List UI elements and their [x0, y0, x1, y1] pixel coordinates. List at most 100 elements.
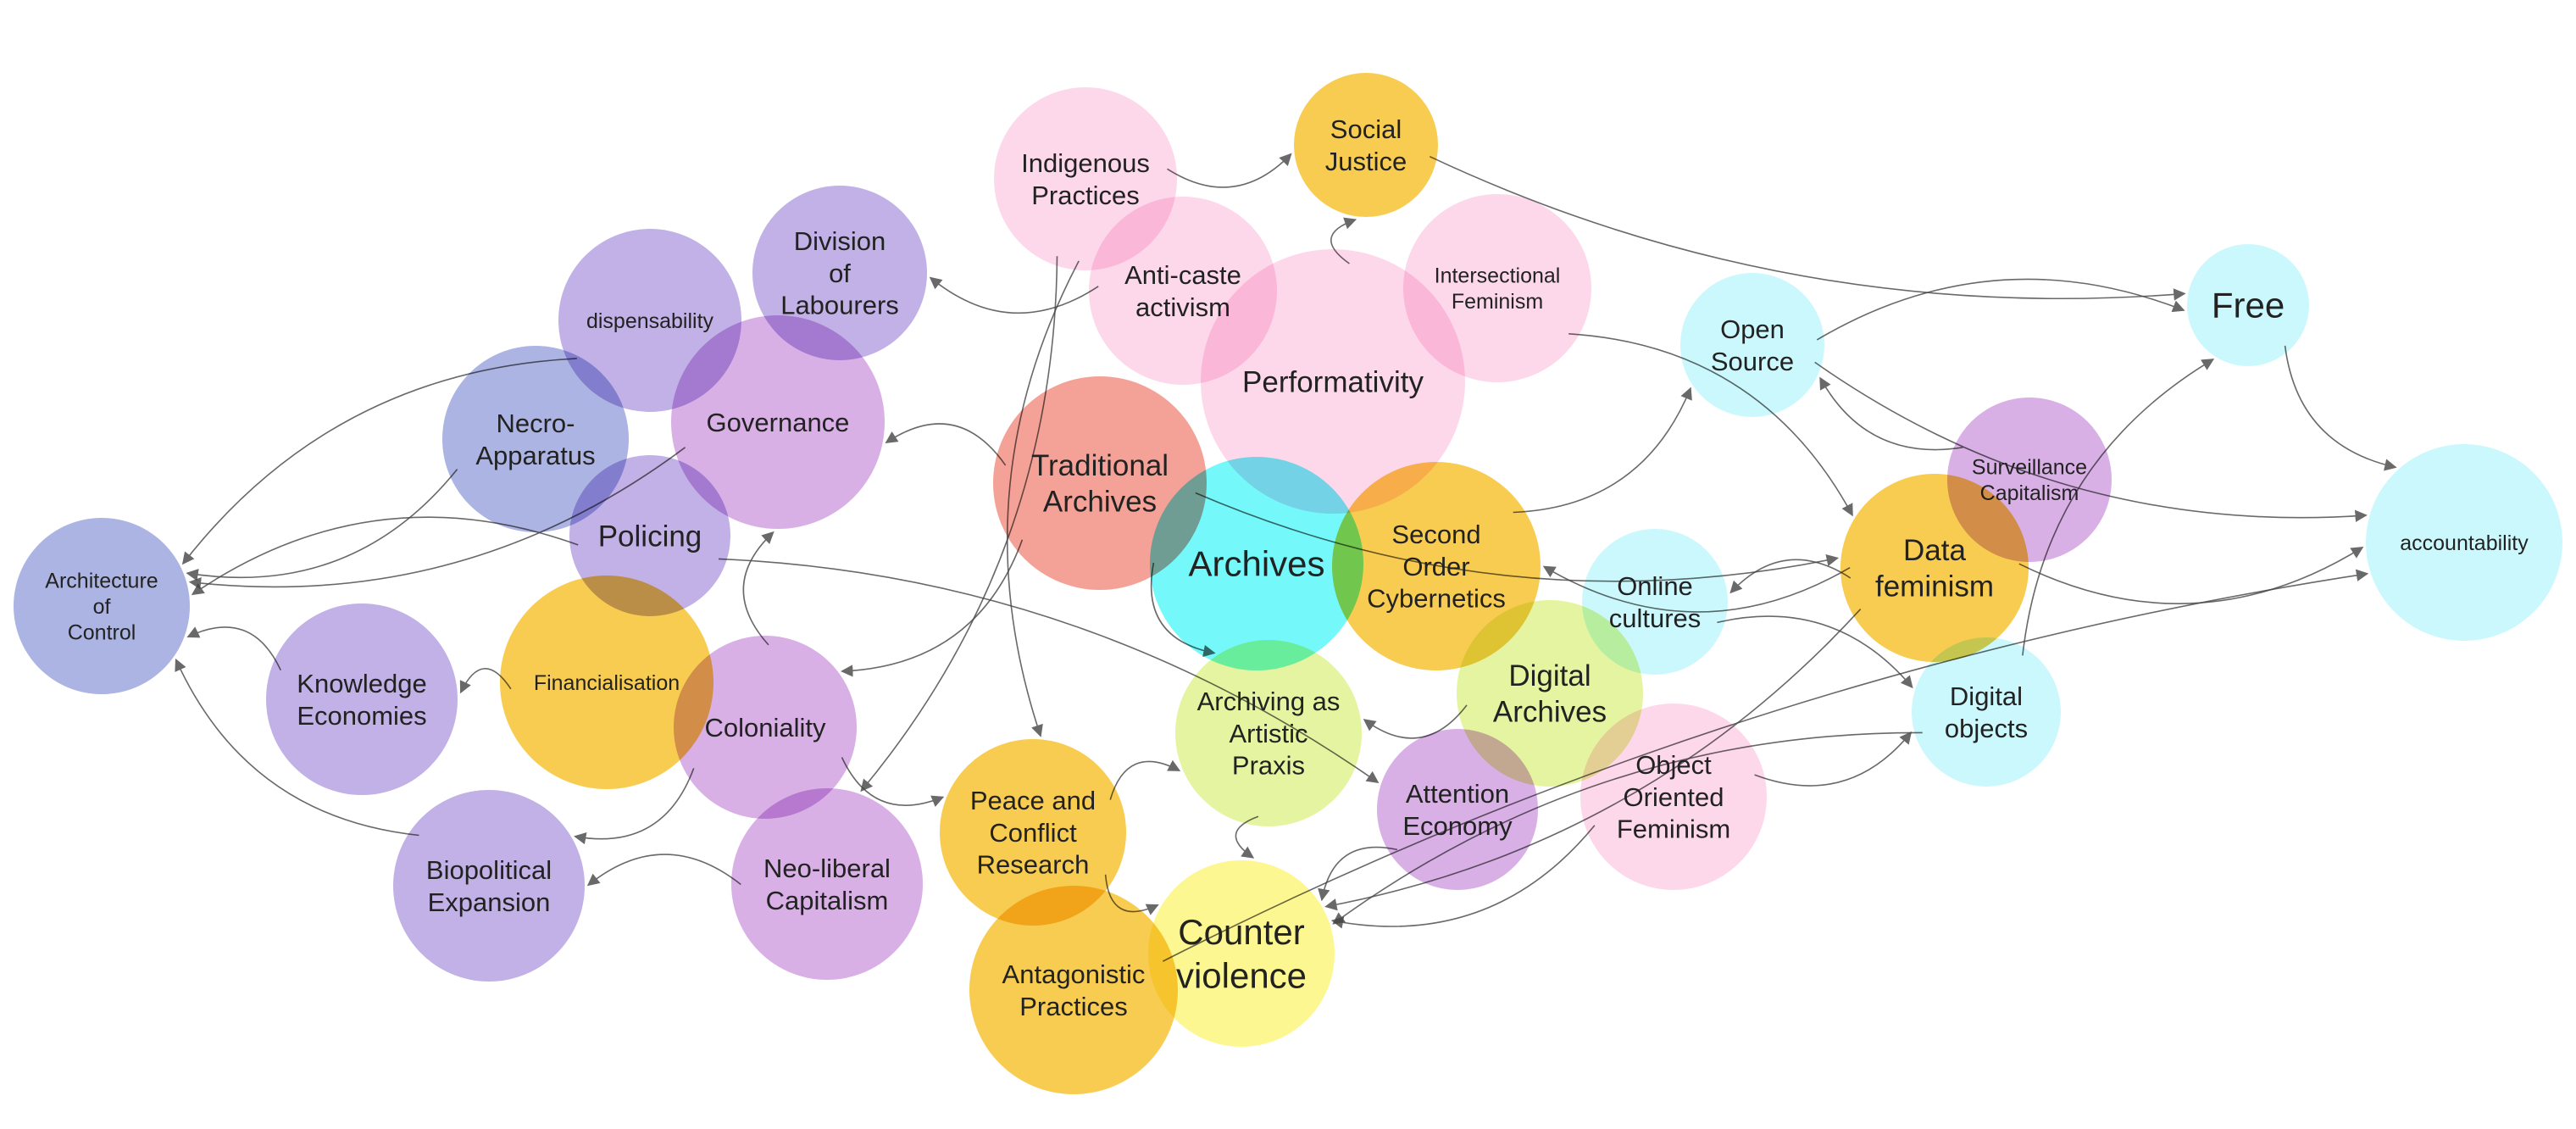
node-circle-digital-objects[interactable]: [1912, 637, 2061, 787]
edge-coloniality-to-governance: [742, 531, 774, 646]
edge-object-oriented-feminism-to-digital-objects: [1754, 731, 1913, 787]
edge-neo-liberal-capitalism-to-biopolitical-expansion: [586, 854, 741, 887]
edge-peace-and-conflict-research-to-archiving-as-artistic-praxis: [1109, 759, 1181, 800]
node-circle-archiving-as-artistic-praxis[interactable]: [1175, 640, 1362, 826]
node-free[interactable]: Free: [2187, 244, 2309, 366]
node-circle-second-order-cybernetics[interactable]: [1332, 462, 1541, 670]
node-circle-traditional-archives[interactable]: [993, 376, 1207, 590]
edge-surveillance-capitalism-to-open-source: [1819, 376, 1963, 451]
node-archives[interactable]: Archives: [1150, 457, 1363, 670]
node-circle-accountability[interactable]: [2366, 444, 2562, 641]
edge-second-order-cybernetics-to-open-source: [1513, 387, 1692, 514]
node-circle-antagonistic-practices[interactable]: [969, 886, 1178, 1094]
edge-antagonistic-practices-to-accountability: [1163, 569, 2369, 962]
node-performativity[interactable]: Performativity: [1201, 249, 1465, 514]
edge-open-source-to-free: [1816, 278, 2185, 341]
edge-digital-archives-to-archiving-as-artistic-praxis: [1363, 704, 1468, 739]
node-circle-social-justice[interactable]: [1294, 73, 1438, 217]
node-label-policing: Policing: [598, 520, 702, 553]
node-circle-neo-liberal-capitalism[interactable]: [731, 788, 923, 980]
node-circle-biopolitical-expansion[interactable]: [393, 790, 585, 982]
edge-indigenous-practices-to-social-justice: [1167, 153, 1292, 188]
node-label-governance: Governance: [707, 408, 850, 437]
node-circle-data-feminism[interactable]: [1840, 474, 2029, 662]
node-label-accountability: accountability: [2400, 531, 2529, 555]
node-circle-digital-archives[interactable]: [1457, 600, 1643, 787]
node-circle-counter-violence[interactable]: [1148, 860, 1335, 1047]
node-circle-performativity[interactable]: [1201, 249, 1465, 514]
node-circle-division-of-labourers[interactable]: [752, 186, 927, 360]
edge-traditional-archives-to-coloniality: [841, 539, 1024, 677]
node-label-dispensability: dispensability: [586, 309, 714, 333]
node-circle-coloniality[interactable]: [674, 636, 857, 819]
edge-social-justice-to-free: [1429, 155, 2186, 301]
node-circle-financialisation[interactable]: [500, 576, 713, 789]
node-circle-architecture-of-control[interactable]: [14, 518, 190, 694]
node-governance[interactable]: Governance: [671, 315, 885, 529]
node-label-performativity: Performativity: [1242, 365, 1424, 398]
node-circle-governance[interactable]: [671, 315, 885, 529]
node-circle-object-oriented-feminism[interactable]: [1580, 704, 1767, 890]
node-label-archives: Archives: [1188, 544, 1324, 584]
edge-necro-apparatus-to-architecture-of-control: [186, 469, 458, 581]
edge-data-feminism-to-accountability: [2018, 547, 2364, 604]
node-circle-open-source[interactable]: [1680, 273, 1824, 417]
node-necro-apparatus[interactable]: Necro-Apparatus: [442, 346, 629, 532]
node-coloniality[interactable]: Coloniality: [674, 636, 857, 819]
edge-coloniality-to-peace-and-conflict-research: [841, 757, 945, 807]
node-circle-free[interactable]: [2187, 244, 2309, 366]
node-circle-archives[interactable]: [1150, 457, 1363, 670]
node-accountability[interactable]: accountability: [2366, 444, 2562, 641]
node-circle-online-cultures[interactable]: [1582, 529, 1728, 675]
node-circle-peace-and-conflict-research[interactable]: [940, 739, 1126, 926]
edge-anti-caste-activism-to-division-of-labourers: [929, 276, 1099, 314]
node-label-free: Free: [2212, 286, 2285, 325]
node-financialisation[interactable]: Financialisation: [500, 576, 713, 789]
edge-free-to-accountability: [2284, 345, 2397, 471]
node-circle-knowledge-economies[interactable]: [266, 603, 458, 795]
edge-knowledge-economies-to-architecture-of-control: [186, 626, 282, 671]
edge-online-cultures-to-digital-objects: [1717, 615, 1913, 689]
edge-attention-economy-to-counter-violence: [1318, 846, 1398, 902]
node-circle-necro-apparatus[interactable]: [442, 346, 629, 532]
